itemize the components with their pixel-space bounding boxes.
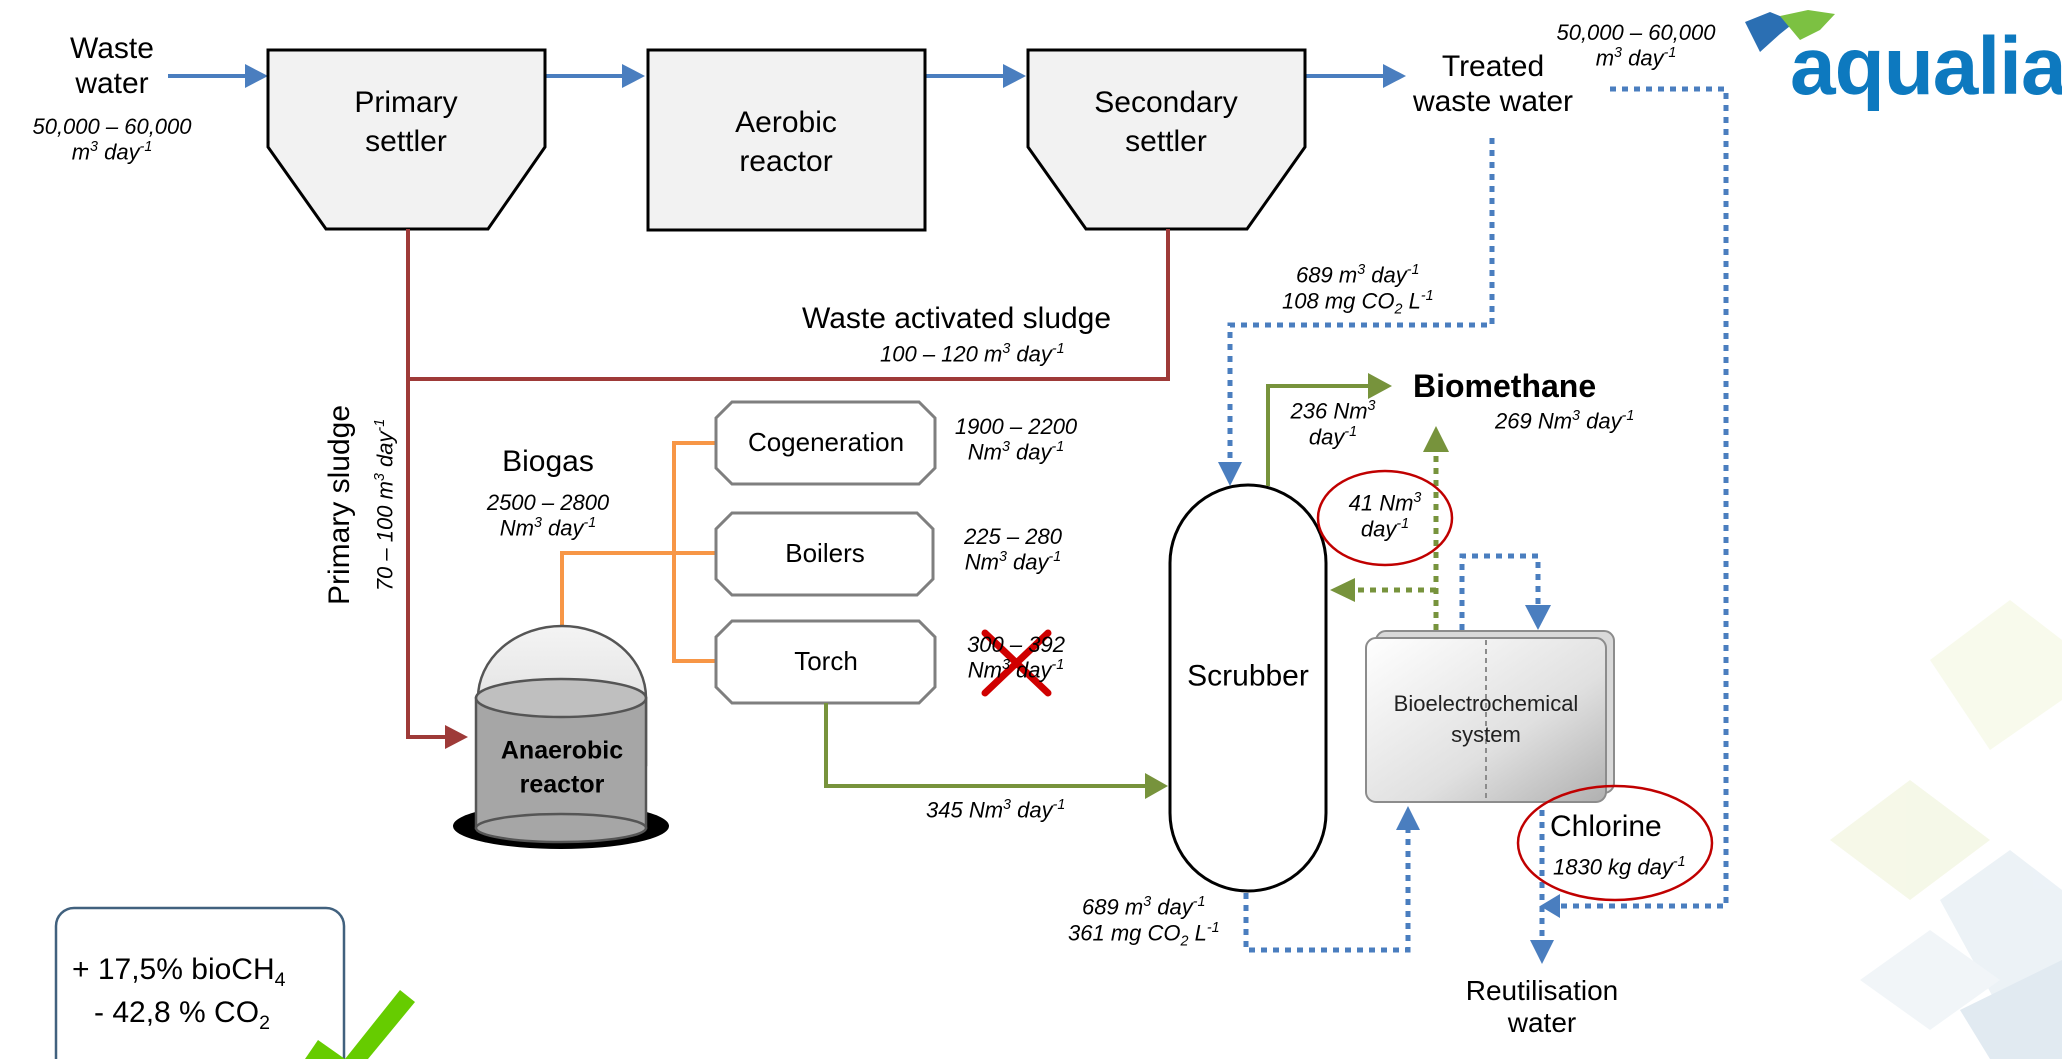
cancel-cross-icon <box>981 629 1052 697</box>
biogas-label: Biogas <box>502 445 594 478</box>
scrubber-water-in-flow: 689 m3 day-1 108 mg CO2 L-1 <box>1282 262 1434 318</box>
biogas-flow: 2500 – 2800 Nm3 day-1 <box>486 490 610 541</box>
torch-shape <box>714 619 937 705</box>
aerobic-reactor-shape <box>646 48 927 232</box>
result-text: + 17,5% bioCH4 - 42,8 % CO2 <box>72 953 286 1035</box>
primary-sludge-flow: 70 – 100 m3 day-1 <box>372 418 398 592</box>
boilers-label: Boilers <box>785 538 865 569</box>
aqualia-logo: aqualia <box>1790 21 2062 112</box>
was-label: Waste activated sludge <box>802 302 1112 335</box>
torch-to-scrubber-flow: 345 Nm3 day-1 <box>926 797 1066 823</box>
scrubber-shape <box>1168 483 1328 893</box>
bes-shape <box>1365 630 1615 803</box>
background-decoration <box>1830 600 2062 1059</box>
scrubber-water-out-flow: 689 m3 day-1 361 mg CO2 L-1 <box>1068 894 1220 950</box>
boilers-flow: 225 – 280 Nm3 day-1 <box>964 524 1062 575</box>
bes-gas-arrowheads <box>1330 426 1449 602</box>
primary-settler-shape <box>266 48 547 231</box>
biomethane-label: Biomethane <box>1413 368 1597 404</box>
result-box <box>54 906 346 1059</box>
cogeneration-label: Cogeneration <box>747 427 905 458</box>
chlorine-label: Chlorine <box>1550 810 1662 843</box>
water-main-line <box>168 64 1406 88</box>
torch-label: Torch <box>794 646 858 677</box>
bes-gas-flow: 41 Nm3 day-1 <box>1348 490 1422 541</box>
cogeneration-shape <box>714 400 937 486</box>
scrubber-label: Scrubber <box>1187 659 1309 693</box>
chlorine-flow: 1830 kg day-1 <box>1553 854 1686 880</box>
bes-gas-lines <box>1355 450 1439 630</box>
waste-water-flow: 50,000 – 60,000 m3 day-1 <box>32 114 192 165</box>
biogas-lines <box>560 441 716 663</box>
torch-flow: 300 – 392 Nm3 day-1 <box>967 632 1065 683</box>
aqualia-logo-icon <box>1745 10 1835 52</box>
water-dotted-arrowheads <box>1218 462 1560 964</box>
scrubber-gas-flow: 236 Nm3 day-1 <box>1290 398 1376 449</box>
secondary-settler-shape <box>1026 48 1307 231</box>
biomethane-flow: 269 Nm3 day-1 <box>1495 408 1635 434</box>
sludge-lines <box>406 229 1170 749</box>
torch-gas-line <box>824 703 1168 799</box>
highlight-ellipses <box>1316 469 1714 902</box>
treated-water-flow: 50,000 – 60,000 m3 day-1 <box>1556 20 1716 71</box>
checkmark-icon <box>305 990 415 1059</box>
was-flow: 100 – 120 m3 day-1 <box>880 341 1065 367</box>
scrubber-gas-line <box>1266 373 1392 486</box>
cogeneration-flow: 1900 – 2200 Nm3 day-1 <box>954 414 1078 465</box>
primary-sludge-label: Primary sludge <box>322 404 356 606</box>
anaerobic-reactor-shape <box>453 624 669 849</box>
boilers-shape <box>714 511 935 597</box>
water-dotted-lines <box>1227 86 1729 953</box>
